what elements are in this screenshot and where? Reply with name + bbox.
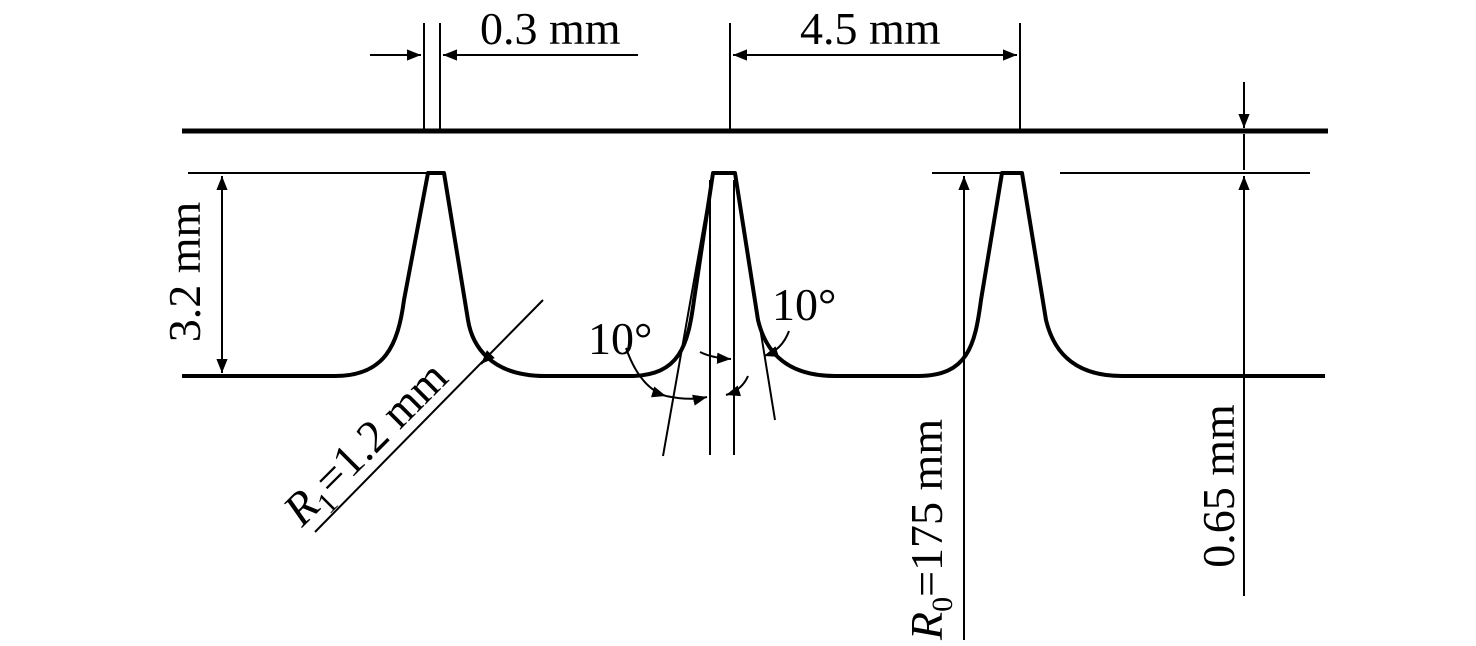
right-flank-extension (734, 172, 776, 421)
left-flank-extension (662, 172, 714, 457)
right-angle-arc-inner (699, 351, 732, 364)
roll-radius-value: =175 mm (901, 419, 952, 597)
fillet-radius-value: =1.2 mm (303, 351, 457, 505)
fillet-radius-leader (314, 299, 544, 533)
left-angle-label: 10° (588, 313, 652, 364)
angle-arc-bottom (725, 375, 749, 397)
right-angle-arc-outer (763, 330, 790, 357)
fillet-radius-label: R1=1.2 mm (272, 351, 462, 541)
clearance-dimension-label: 0.65 mm (1193, 404, 1244, 568)
left-angle-arc-outer (625, 347, 667, 398)
pitch-dimension-label: 4.5 mm (800, 3, 941, 54)
right-angle-label: 10° (772, 279, 836, 330)
left-angle-arc-inner (665, 394, 708, 406)
tooth-profile (182, 171, 1325, 378)
height-dimension-label: 3.2 mm (159, 202, 210, 343)
roll-radius-label: R0=175 mm (901, 419, 959, 641)
fillet-radius-arrow (480, 350, 495, 365)
gap-dimension-label: 0.3 mm (480, 3, 621, 54)
roll-radius-subscript: 0 (926, 597, 959, 612)
roll-radius-symbol: R (901, 612, 952, 641)
